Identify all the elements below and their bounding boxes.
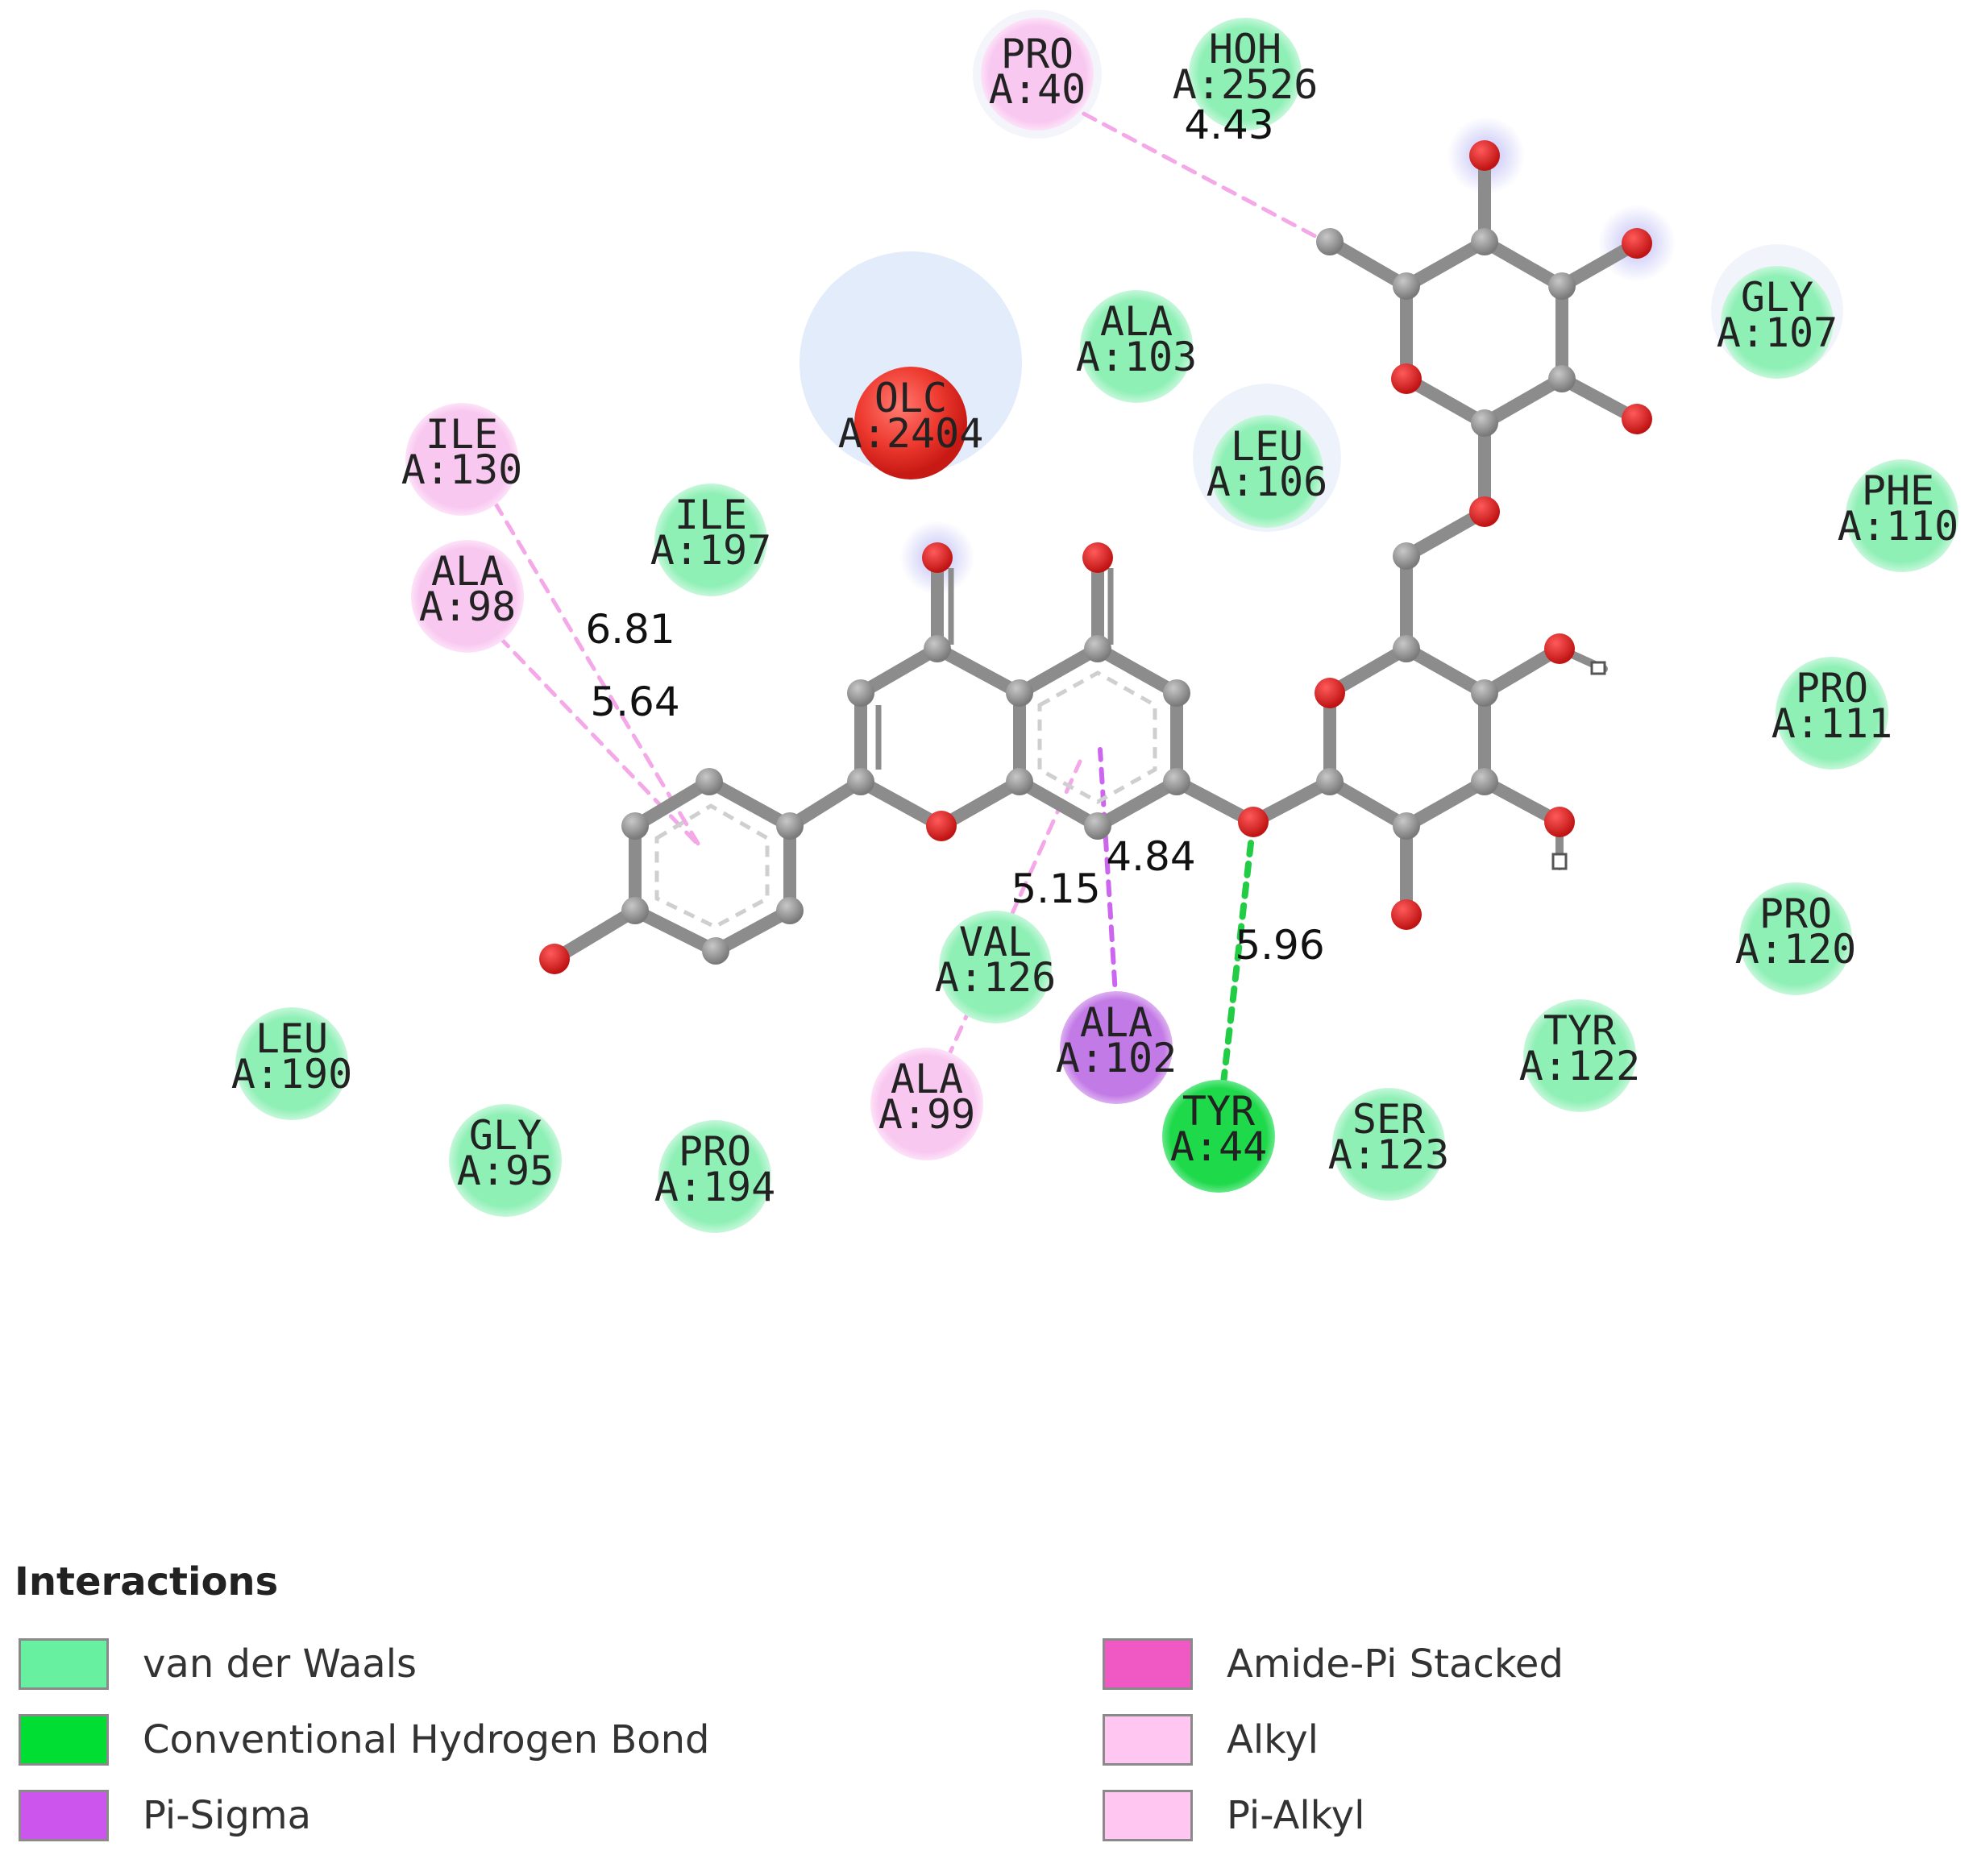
residue-disc-ser123 <box>1332 1088 1445 1201</box>
legend-swatch-pi-sigma <box>19 1790 109 1841</box>
legend-label: Amide-Pi Stacked <box>1227 1642 1564 1687</box>
residue-disc-ala99 <box>870 1048 983 1160</box>
residue-disc-gly107 <box>1721 266 1834 379</box>
residue-disc-ile197 <box>654 484 767 596</box>
residue-discs <box>235 18 1958 1233</box>
residue-disc-ala98 <box>411 540 524 653</box>
legend-title: Interactions <box>15 1559 279 1604</box>
residue-disc-hoh2526 <box>1189 18 1302 131</box>
residue-disc-ala102 <box>1060 991 1173 1104</box>
residue-disc-val126 <box>939 911 1052 1023</box>
carbon-atoms <box>621 228 1576 965</box>
distance-labels: 4.43 6.81 5.64 4.84 5.15 5.96 <box>585 102 1324 969</box>
legend-item-pi-sigma: Pi-Sigma <box>19 1790 311 1841</box>
legend-label: Alkyl <box>1227 1717 1319 1762</box>
alkyl-line-pro40 <box>1061 101 1328 244</box>
residue-disc-leu190 <box>235 1007 348 1120</box>
residue-disc-pro120 <box>1739 882 1852 995</box>
legend-item-alkyl: Alkyl <box>1103 1714 1319 1766</box>
distance-label-ile130: 6.81 <box>585 606 675 653</box>
legend-item-pi-alkyl: Pi-Alkyl <box>1103 1790 1365 1841</box>
legend-swatch-alkyl <box>1103 1714 1193 1766</box>
legend-swatch-hydrogen-bond <box>19 1714 109 1766</box>
residue-disc-pro40 <box>981 18 1094 131</box>
legend-swatch-van-der-waals <box>19 1638 109 1690</box>
legend-swatch-amide-pi-stacked <box>1103 1638 1193 1690</box>
distance-label-ala98: 5.64 <box>590 679 679 725</box>
pialkyl-line-ile130 <box>481 481 702 849</box>
residue-disc-ile130 <box>405 403 518 516</box>
oxygen-atoms <box>539 140 1652 974</box>
residue-disc-pro111 <box>1776 657 1888 770</box>
legend-item-van-der-waals: van der Waals <box>19 1638 417 1690</box>
residue-disc-tyr44 <box>1162 1080 1275 1193</box>
residue-disc-ala103 <box>1080 290 1193 403</box>
distance-label-ala102: 4.84 <box>1106 833 1195 880</box>
hbond-line-tyr44 <box>1218 819 1256 1107</box>
ligand-double-bonds <box>875 568 1114 770</box>
legend-swatch-pi-alkyl <box>1103 1790 1193 1841</box>
residue-disc-phe110 <box>1846 459 1958 572</box>
legend: Interactions van der Waals Conventional … <box>15 1559 1965 1866</box>
residue-disc-gly95 <box>449 1104 562 1217</box>
legend-label: Pi-Alkyl <box>1227 1793 1365 1838</box>
distance-label-pro40: 4.43 <box>1184 102 1273 148</box>
pisigma-line-ala102 <box>1098 747 1119 1010</box>
distance-label-ala99: 5.15 <box>1011 865 1100 912</box>
legend-item-amide-pi-stacked: Amide-Pi Stacked <box>1103 1638 1564 1690</box>
residue-disc-tyr122 <box>1523 999 1636 1112</box>
legend-label: van der Waals <box>143 1642 417 1687</box>
residue-disc-leu106 <box>1211 415 1323 528</box>
residue-disc-olc2404 <box>854 367 967 479</box>
distance-label-tyr44: 5.96 <box>1235 922 1324 969</box>
legend-item-hydrogen-bond: Conventional Hydrogen Bond <box>19 1714 710 1766</box>
hydrogen-atoms <box>1551 661 1606 870</box>
legend-label: Pi-Sigma <box>143 1793 311 1838</box>
legend-label: Conventional Hydrogen Bond <box>143 1717 710 1762</box>
aromatic-rings <box>654 670 1157 929</box>
residue-disc-pro194 <box>658 1120 771 1233</box>
